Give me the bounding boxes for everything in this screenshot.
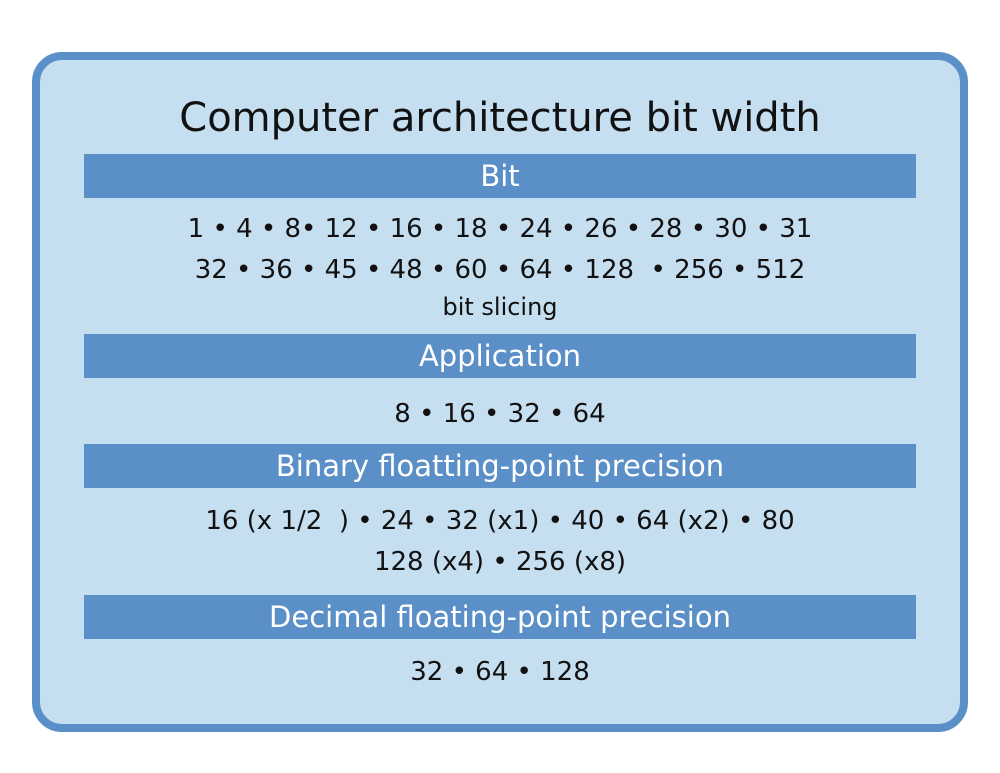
binary-precision-values-line-1: 16 (x 1/2 ) • 24 • 32 (x1) • 40 • 64 (x2… xyxy=(205,506,795,536)
application-values-line-1: 8 • 16 • 32 • 64 xyxy=(394,399,606,429)
section-header-application: Application xyxy=(84,334,916,378)
section-header-decimal-precision: Decimal floating-point precision xyxy=(84,595,916,639)
bit-values-line-2: 32 • 36 • 45 • 48 • 60 • 64 • 128 • 256 … xyxy=(194,255,806,285)
panel-title: Computer architecture bit width xyxy=(179,95,821,141)
bit-width-panel: Computer architecture bit width Bit 1 • … xyxy=(32,52,968,732)
section-header-binary-precision: Binary floatting-point precision xyxy=(84,444,916,488)
bit-values-line-3: bit slicing xyxy=(442,293,558,321)
bit-values-line-1: 1 • 4 • 8• 12 • 16 • 18 • 24 • 26 • 28 •… xyxy=(187,214,813,244)
decimal-precision-values-line-1: 32 • 64 • 128 xyxy=(410,657,590,687)
binary-precision-values-line-2: 128 (x4) • 256 (x8) xyxy=(373,547,627,577)
section-header-bit: Bit xyxy=(84,154,916,198)
